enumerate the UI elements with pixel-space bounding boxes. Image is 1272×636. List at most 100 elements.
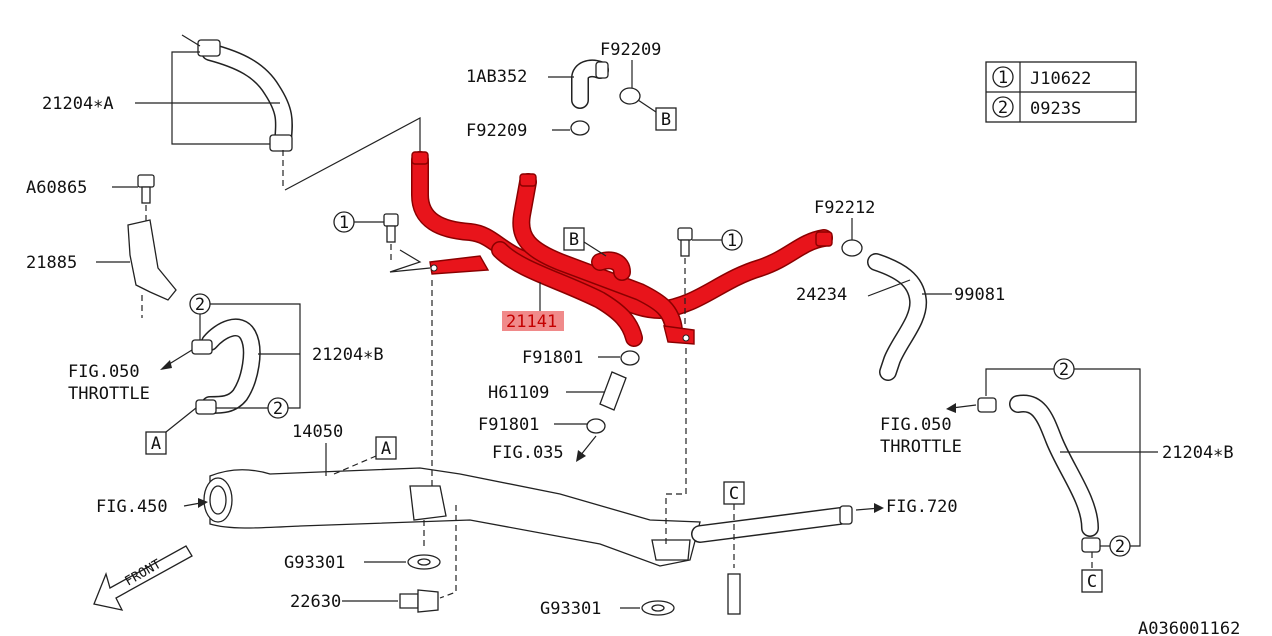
legend-marker-1-text: 1 — [998, 68, 1008, 88]
label-24234: 24234 — [796, 285, 847, 305]
clamp-right-lower — [1081, 537, 1101, 553]
label-h61109: H61109 — [488, 383, 549, 403]
label-f91801-a: F91801 — [522, 348, 583, 368]
legend-marker-2-text: 2 — [998, 98, 1008, 118]
ref-box-b-mid — [563, 227, 585, 251]
manifold-14050 — [209, 467, 701, 567]
legend-part-2: 0923S — [1030, 99, 1081, 119]
ref-box-c-right — [1081, 569, 1103, 593]
callout-1b-text: 1 — [727, 231, 737, 251]
pipe-bracket-left — [429, 255, 490, 275]
ref-box-b-top — [655, 107, 677, 131]
label-f92212: F92212 — [814, 198, 875, 218]
label-g93301-a: G93301 — [284, 553, 345, 573]
label-22630: 22630 — [290, 592, 341, 612]
link-fig050-right[interactable]: FIG.050 — [880, 415, 952, 435]
label-g93301-b: G93301 — [540, 599, 601, 619]
clamp-f91801-b — [586, 418, 606, 434]
clamp-f92209-bottom — [570, 120, 590, 136]
pipe-1ab352-end — [595, 61, 609, 79]
front-arrow: FRONT — [93, 545, 193, 611]
ref-b-top-text: B — [661, 110, 671, 130]
hose-h61109 — [599, 371, 627, 411]
bolt-left-shank — [386, 225, 396, 243]
sensor-mount — [409, 485, 447, 521]
hose-21204a-group: 21204∗A — [42, 34, 421, 191]
label-21885: 21885 — [26, 253, 77, 273]
sensor-22630-head — [417, 589, 439, 613]
top-pipe-group: 1AB352 F92209 B F92209 — [466, 40, 677, 141]
outlet-block — [651, 539, 691, 561]
clamp-f91801-a — [620, 350, 640, 366]
callout-1-right — [721, 229, 743, 251]
link-fig720[interactable]: FIG.720 — [886, 497, 958, 517]
callout-2b-text: 2 — [273, 399, 283, 419]
label-21204a: 21204∗A — [42, 94, 114, 114]
bolt-right-shank — [680, 239, 690, 257]
link-fig035[interactable]: FIG.035 — [492, 443, 564, 463]
pipe-end-right — [815, 231, 833, 247]
legend-part-1: J10622 — [1030, 69, 1091, 89]
bolt-left — [383, 213, 399, 227]
pipe-end-fig720 — [839, 505, 853, 525]
label-14050: 14050 — [292, 422, 343, 442]
bracket-group: A60865 21885 — [26, 174, 177, 318]
pipe-end-top — [411, 151, 429, 165]
bolt-shank — [141, 186, 151, 204]
clamp-right-upper — [977, 397, 997, 413]
pipe-fig720-group: FIG.720 C — [691, 481, 958, 615]
callout-1a-text: 1 — [339, 213, 349, 233]
hose-h61109-group: F91801 H61109 F91801 FIG.035 — [478, 348, 640, 463]
gasket-sensor-group: G93301 22630 G93301 — [284, 553, 675, 619]
link-fig450[interactable]: FIG.450 — [96, 497, 168, 517]
ref-box-a-mid — [375, 436, 397, 460]
callout-2c-text: 2 — [1059, 360, 1069, 380]
label-f91801-b: F91801 — [478, 415, 539, 435]
pipe-stub — [727, 573, 741, 615]
clamp-b-upper — [191, 339, 213, 355]
ref-c-mid-text: C — [729, 484, 739, 504]
ref-box-a-left — [145, 431, 167, 455]
hose-99081-group: F92212 24234 99081 — [796, 198, 1005, 381]
ref-c-right-text: C — [1087, 572, 1097, 592]
label-21204b-right: 21204∗B — [1162, 443, 1234, 463]
clamp-b-lower — [195, 399, 217, 415]
legend-table: 1 J10622 2 0923S — [985, 61, 1137, 123]
callout-1-bolts: 1 1 — [333, 211, 743, 326]
clamp-f92209-top — [619, 87, 641, 105]
manifold-14050-group: 14050 A FIG.450 — [96, 280, 701, 599]
label-throttle-left: THROTTLE — [68, 384, 150, 404]
clamp-upper — [197, 39, 221, 57]
front-arrow-shape — [93, 545, 193, 611]
pipe-bracket-right — [663, 325, 695, 345]
label-21141-highlight — [502, 311, 564, 331]
label-21141: 21141 — [506, 312, 557, 332]
link-fig050-left[interactable]: FIG.050 — [68, 362, 140, 382]
bracket-21885 — [127, 219, 177, 301]
clamp-lower — [269, 134, 293, 152]
bolt-right — [677, 227, 693, 241]
label-a60865: A60865 — [26, 178, 87, 198]
ref-a-left-text: A — [151, 434, 161, 454]
front-label: FRONT — [123, 557, 165, 590]
label-21204b-left: 21204∗B — [312, 345, 384, 365]
label-99081: 99081 — [954, 285, 1005, 305]
hose-21204b-left-group: 2 2 21204∗B FIG.050 THROTTLE A — [68, 293, 384, 455]
diagram-id: A036001162 — [1138, 619, 1240, 636]
main-pipe-21141: 21141 B — [389, 151, 833, 347]
callout-2d-text: 2 — [1115, 537, 1125, 557]
pipe-end-mid — [519, 173, 537, 187]
ref-b-mid-text: B — [569, 230, 579, 250]
ref-a-mid-text: A — [381, 439, 391, 459]
label-1ab352: 1AB352 — [466, 67, 527, 87]
legend-marker-1 — [992, 66, 1014, 88]
bolt-a60865 — [137, 174, 155, 188]
label-f92209-top: F92209 — [600, 40, 661, 60]
label-throttle-right: THROTTLE — [880, 437, 962, 457]
sensor-22630-body — [399, 593, 419, 609]
label-f92209-bottom: F92209 — [466, 121, 527, 141]
clamp-f92212 — [841, 239, 863, 257]
hose-21204b-right-group: 2 2 21204∗B FIG.050 THROTTLE C — [880, 358, 1234, 593]
